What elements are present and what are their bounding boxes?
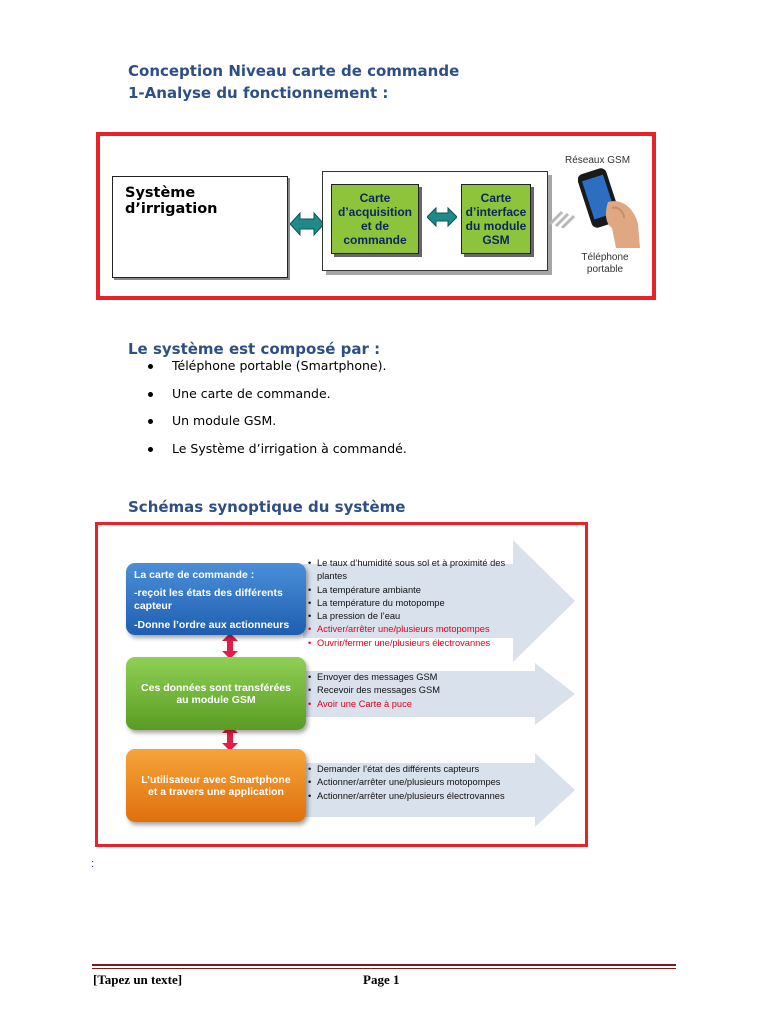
user-smartphone-box: L’utilisateur avec Smartphone et a trave… <box>126 749 306 822</box>
synoptic-heading: Schémas synoptique du système <box>128 498 405 516</box>
phone-label-line-2: portable <box>570 264 640 276</box>
gsm-line-1: Carte <box>466 191 527 205</box>
stray-colon: : <box>91 858 94 870</box>
acq-line-2: d’acquisition <box>338 205 412 219</box>
list-item: La température ambiante <box>308 584 505 597</box>
irrigation-system-box: Système d’irrigation <box>112 176 288 278</box>
green-box-line-1: Ces données sont transférées <box>141 682 291 694</box>
data-transfer-box: Ces données sont transférées au module G… <box>126 657 306 730</box>
orange-box-line-2: et a travers une application <box>141 786 290 798</box>
list-item: Une carte de commande. <box>146 386 407 414</box>
double-arrow-icon <box>290 211 324 237</box>
gsm-line-2: d’interface <box>466 205 527 219</box>
acquisition-card-box: Carte d’acquisition et de commande <box>331 184 419 254</box>
phone-label-line-1: Téléphone <box>570 252 640 264</box>
irrigation-system-label: Système d’irrigation <box>125 185 287 217</box>
section-subtitle: 1-Analyse du fonctionnement : <box>128 84 388 102</box>
footer-rule <box>92 964 676 966</box>
list-item: Le Système d’irrigation à commandé. <box>146 441 407 469</box>
list-item: Le taux d’humidité sous sol et à proximi… <box>308 557 505 570</box>
gsm-line-4: GSM <box>466 233 527 247</box>
acq-line-4: commande <box>338 233 412 247</box>
gsm-interface-card-box: Carte d’interface du module GSM <box>461 184 531 254</box>
list-item: Téléphone portable (Smartphone). <box>146 358 407 386</box>
acq-line-3: et de <box>338 219 412 233</box>
gsm-list: Envoyer des messages GSMRecevoir des mes… <box>308 671 440 711</box>
green-box-line-2: au module GSM <box>141 694 291 706</box>
blue-box-line-2: -reçoit les états des différents <box>134 587 283 600</box>
double-arrow-icon <box>427 206 457 228</box>
list-item: Ouvrir/fermer une/plusieurs électrovanne… <box>308 637 505 650</box>
page-number: Page 1 <box>363 972 399 988</box>
list-item: Un module GSM. <box>146 413 407 441</box>
list-item: Envoyer des messages GSM <box>308 671 440 684</box>
phone-label: Téléphone portable <box>570 252 640 276</box>
list-item: Avoir une Carte à puce <box>308 698 440 711</box>
control-card-box: La carte de commande : -reçoit les états… <box>126 563 306 635</box>
orange-box-line-1: L’utilisateur avec Smartphone <box>141 774 290 786</box>
list-item: Activer/arrêter une/plusieurs motopompes <box>308 623 505 636</box>
control-frame: Carte d’acquisition et de commande Carte… <box>322 171 548 271</box>
list-item: plantes <box>308 570 505 583</box>
component-list: Téléphone portable (Smartphone). Une car… <box>146 358 407 468</box>
smartphone-icon <box>578 168 644 250</box>
gsm-line-3: du module <box>466 219 527 233</box>
gsm-network-label: Réseaux GSM <box>565 155 630 166</box>
user-action-list: Demander l’état des différents capteursA… <box>308 763 505 803</box>
blue-box-line-3: capteur <box>134 600 172 613</box>
list-item: Recevoir des messages GSM <box>308 684 440 697</box>
blue-box-line-1: La carte de commande : <box>134 569 254 582</box>
list-item: La température du motopompe <box>308 597 505 610</box>
composition-heading: Le système est composé par : <box>128 340 380 358</box>
functional-diagram: Système d’irrigation Carte d’acquisition… <box>96 132 656 300</box>
footer-left-text[interactable]: [Tapez un texte] <box>93 972 182 988</box>
section-title: Conception Niveau carte de commande <box>128 62 459 80</box>
list-item: La pression de l’eau <box>308 610 505 623</box>
blue-box-line-4: -Donne l’ordre aux actionneurs <box>134 619 289 632</box>
sensor-list: Le taux d’humidité sous sol et à proximi… <box>308 557 505 650</box>
signal-waves-icon <box>548 198 578 228</box>
footer-rule-thin <box>92 968 676 969</box>
acq-line-1: Carte <box>338 191 412 205</box>
list-item: Demander l’état des différents capteurs <box>308 763 505 776</box>
list-item: Actionner/arrêter une/plusieurs motopomp… <box>308 776 505 789</box>
synoptic-diagram: La carte de commande : -reçoit les états… <box>95 522 588 847</box>
list-item: Actionner/arrêter une/plusieurs électrov… <box>308 790 505 803</box>
